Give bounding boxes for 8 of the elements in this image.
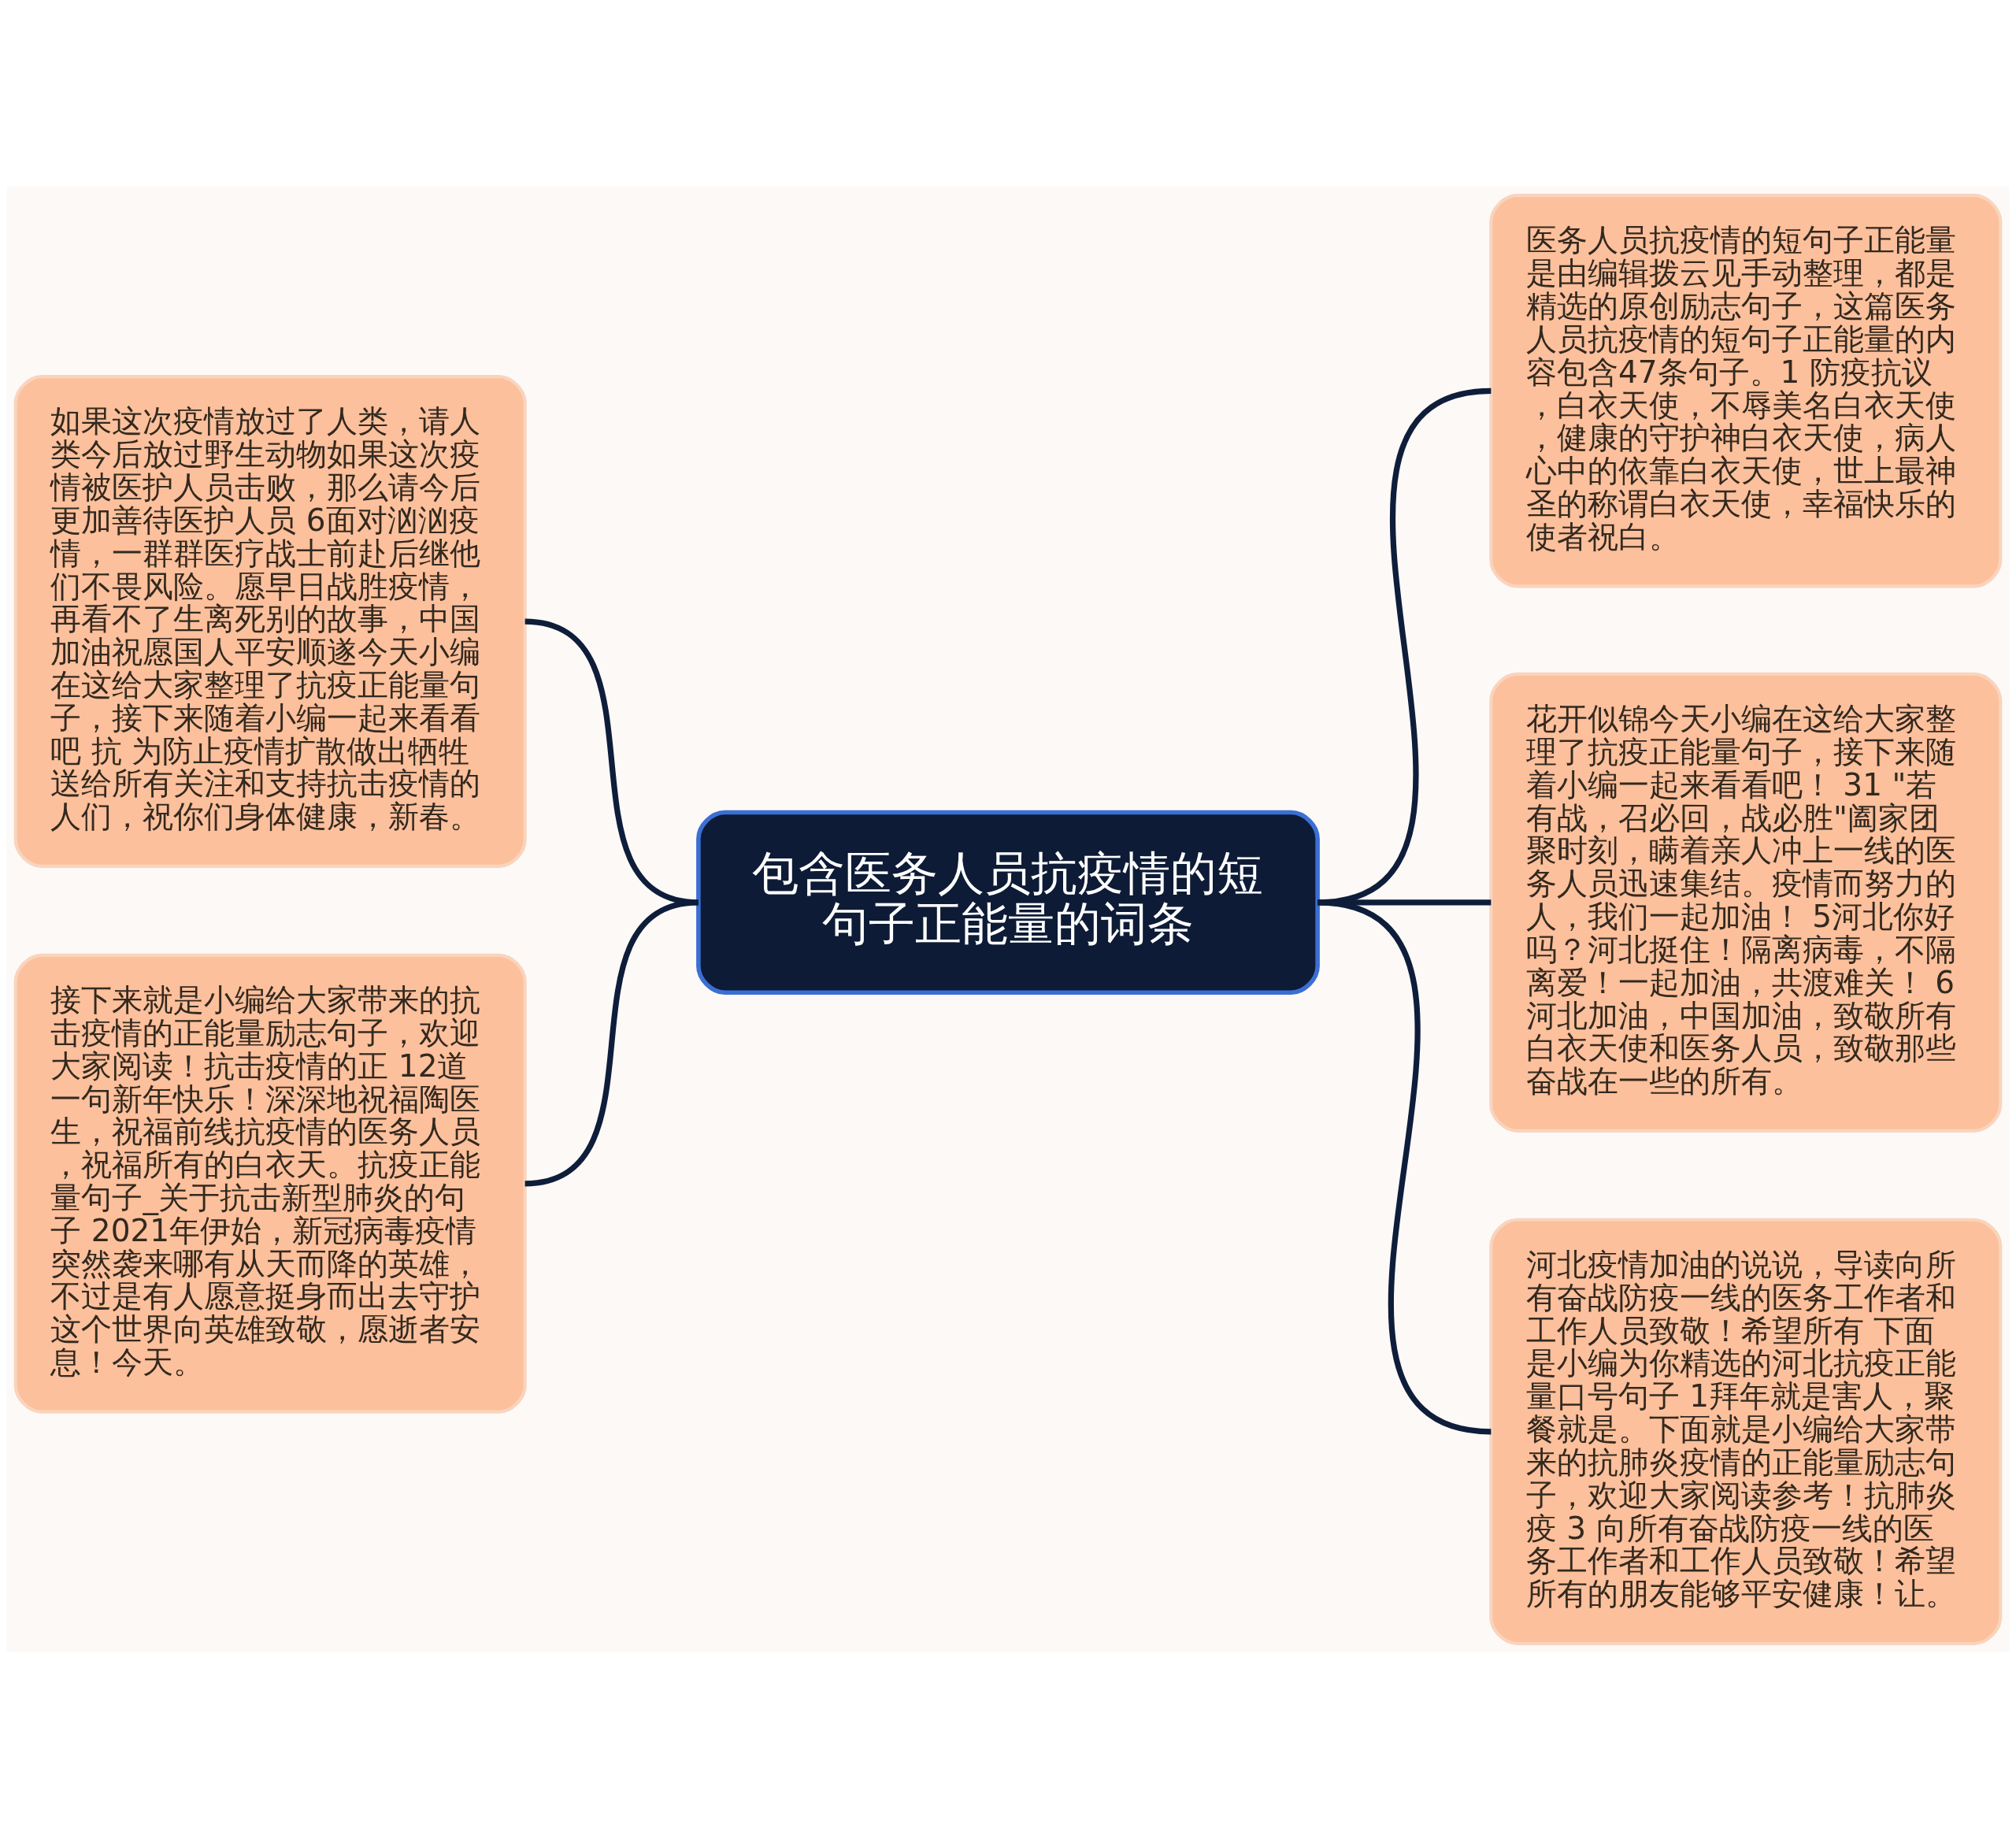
node-box: 接下来就是小编给大家带来的抗击疫情的正能量励志句子，欢迎大家阅读！抗击疫情的正 12道一句新年快乐！深深地祝福陶医生，祝福前线抗疫情的医务人员，祝福所有的白衣天。抗疫正能量句子_关于抗击新型肺炎的句子 2021年伊始，新冠病毒疫情突然袭来哪有从天而降的英雄，不过是有人愿意挺身而出去守护这个世界向英雄致敬，愿逝者安息！今天。 — [13, 953, 527, 1414]
connector — [524, 899, 699, 1187]
node-box: 花开似锦今天小编在这给大家整理了抗疫正能量句子，接下来随着小编一起来看看吧！ 31 "若有战，召必回，战必胜"阖家团聚时刻，瞒着亲人冲上一线的医务人员迅速集结。疫情而努力的人，我们一起加油！ 5河北你好吗？河北挺住！隔离病毒，不隔离爱！一起加油，共渡难关！ 6河北加油，中国加油，致敬所有白衣天使和医务人员，致敬那些奋战在一些的所有。 — [1489, 672, 2003, 1133]
node-box: 河北疫情加油的说说，导读向所有奋战防疫一线的医务工作者和工作人员致敬！希望所有 下面是小编为你精选的河北抗疫正能量口号句子 1拜年就是害人，聚餐就是。下面就是小编给大家带来的抗肺炎疫情的正能量励志句子，欢迎大家阅读参考！抗肺炎疫 3 向所有奋战防疫一线的医务工作者和工作人员致敬！希望所有的朋友能够平安健康！让。 — [1489, 1218, 2003, 1645]
node-box: 包含医务人员抗疫情的短句子正能量的词条 — [696, 810, 1320, 995]
node-box: 如果这次疫情放过了人类，请人类今后放过野生动物如果这次疫情被医护人员击败，那么请今后更加善待医护人员 6面对汹汹疫情，一群群医疗战士前赴后继他们不畏风险。愿早日战胜疫情，再看不了生离死别的故事，中国加油祝愿国人平安顺遂今天小编在这给大家整理了抗疫正能量句子，接下来随着小编一起来看看吧 抗 为防止疫情扩散做出牺牲送给所有关注和支持抗击疫情的人们，祝你们身体健康，新春。 — [13, 375, 527, 868]
connector — [1317, 899, 1492, 1435]
node-box: 医务人员抗疫情的短句子正能量是由编辑拨云见手动整理，都是精选的原创励志句子，这篇医务人员抗疫情的短句子正能量的内容包含47条句子。1 防疫抗议，白衣天使，不辱美名白衣天使，健康的守护神白衣天使，病人心中的依靠白衣天使，世上最神圣的称谓白衣天使，幸福快乐的使者祝白。 — [1489, 194, 2003, 588]
